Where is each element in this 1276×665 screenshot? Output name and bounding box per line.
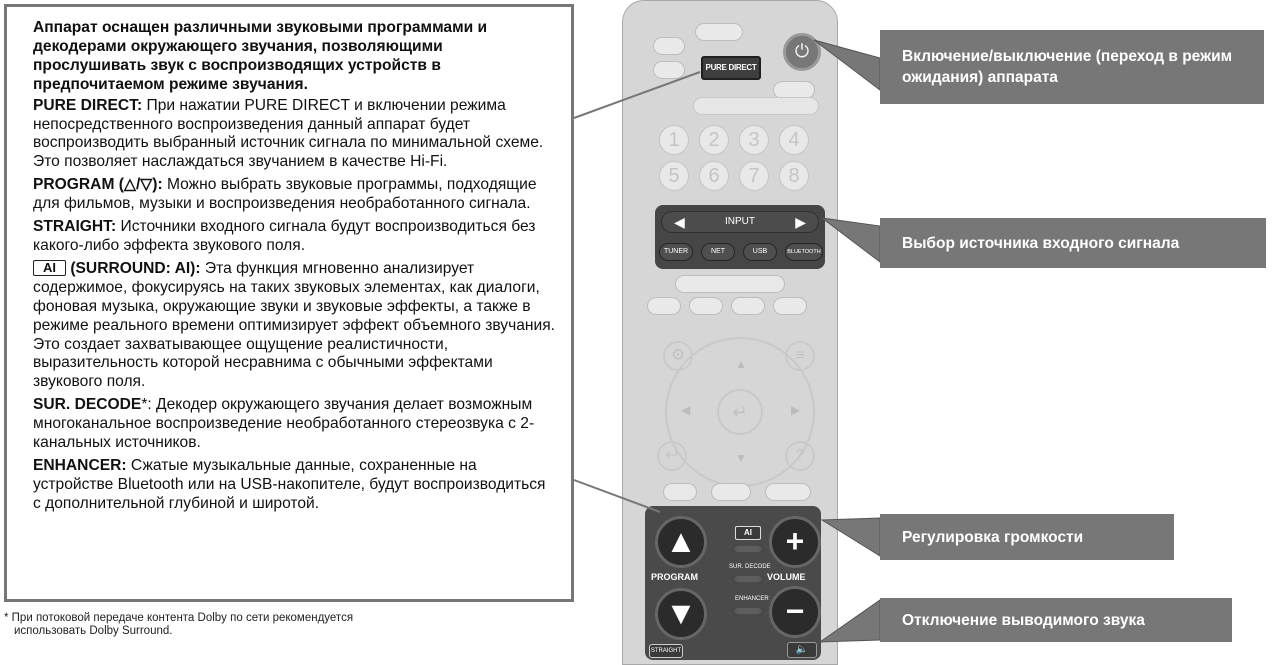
- input-left-icon: ◀: [674, 214, 685, 230]
- callout-power-text: Включение/выключение (переход в режим ож…: [902, 48, 1233, 86]
- preset-bar[interactable]: [675, 275, 785, 293]
- sleep-button[interactable]: [653, 37, 685, 55]
- dpad-left-icon[interactable]: ◀: [681, 403, 691, 417]
- scene-3-button[interactable]: 3: [739, 125, 769, 155]
- input-label: INPUT: [725, 216, 755, 227]
- scene-1-button[interactable]: 1: [659, 125, 689, 155]
- usb-button[interactable]: USB: [743, 243, 777, 261]
- term-pure-direct: PURE DIRECT:: [33, 96, 143, 114]
- pointer-program: [573, 479, 661, 513]
- term-sur-decode: SUR. DECODE: [33, 396, 142, 414]
- straight-button[interactable]: STRAIGHT: [649, 644, 683, 658]
- item-surround-ai: AI (SURROUND: AI): Эта функция мгновенно…: [33, 259, 557, 392]
- term-surround-ai: (SURROUND: AI):: [66, 259, 201, 277]
- ai-button[interactable]: AI: [735, 526, 761, 540]
- enter-button[interactable]: ↵: [717, 389, 763, 435]
- power-icon: ⏻: [794, 41, 810, 61]
- text-program: Можно выбрать звуковые программы, подход…: [33, 176, 537, 213]
- pure-direct-button[interactable]: PURE DIRECT: [701, 56, 761, 80]
- program-down-button[interactable]: ▼: [655, 588, 707, 640]
- speaker-icon: 🔈: [795, 644, 809, 655]
- intro-text: Аппарат оснащен различными звуковыми про…: [33, 19, 488, 93]
- power-button[interactable]: ⏻: [783, 33, 821, 71]
- scene-6-button[interactable]: 6: [699, 161, 729, 191]
- enhancer-button[interactable]: [735, 608, 761, 614]
- pointer-input: [820, 217, 881, 264]
- movie-button[interactable]: [711, 483, 751, 501]
- term-program: PROGRAM (△/▽):: [33, 176, 163, 194]
- callout-volume: Регулировка громкости: [880, 514, 1174, 560]
- scene-8-button[interactable]: 8: [779, 161, 809, 191]
- tuner-button[interactable]: TUNER: [659, 243, 693, 261]
- green-button[interactable]: [689, 297, 723, 315]
- sur-decode-button[interactable]: [735, 576, 761, 582]
- text-surround-ai: Эта функция мгновенно анализирует содерж…: [33, 259, 556, 391]
- blue-button[interactable]: [773, 297, 807, 315]
- ai-indicator: [735, 546, 761, 552]
- ai-chip-icon: AI: [33, 259, 66, 276]
- footnote-line-1: * При потоковой передаче контента Dolby …: [4, 612, 354, 624]
- term-enhancer: ENHANCER:: [33, 456, 127, 474]
- music-button[interactable]: [765, 483, 811, 501]
- bluetooth-button[interactable]: BLUETOOTH: [785, 243, 823, 261]
- input-panel: ◀ INPUT ▶ TUNER NET USB BLUETOOTH: [655, 205, 825, 269]
- pointer-volume: [820, 517, 881, 557]
- return-icon[interactable]: ↩: [657, 441, 687, 471]
- mute-button[interactable]: 🔈: [787, 642, 817, 658]
- callout-power: Включение/выключение (переход в режим ож…: [880, 30, 1264, 104]
- red-button[interactable]: [647, 297, 681, 315]
- remote-control: ⏻ PURE DIRECT 1 2 3 4 5 6 7 8 ◀ INPUT ▶ …: [622, 0, 838, 665]
- item-enhancer: ENHANCER: Сжатые музыкальные данные, сох…: [33, 457, 557, 514]
- text-sur-decode: *: Декодер окружающего звучания делает в…: [33, 396, 535, 452]
- net-button[interactable]: NET: [701, 243, 735, 261]
- yellow-button[interactable]: [731, 297, 765, 315]
- scene-2-button[interactable]: 2: [699, 125, 729, 155]
- dpad-up-icon[interactable]: ▲: [735, 357, 747, 371]
- footnote: * При потоковой передаче контента Dolby …: [4, 612, 353, 638]
- remote-top-button[interactable]: [695, 23, 743, 41]
- footnote-line-2: использовать Dolby Surround.: [14, 625, 173, 637]
- callout-input: Выбор источника входного сигнала: [880, 218, 1266, 268]
- help-icon[interactable]: ?: [785, 441, 815, 471]
- program-label: PROGRAM: [651, 572, 698, 582]
- sur-decode-label: SUR. DECODE: [729, 564, 771, 570]
- text-pure-direct: При нажатии PURE DIRECT и включении режи…: [33, 96, 544, 171]
- dpad-right-icon[interactable]: ▶: [791, 403, 801, 417]
- program-up-button[interactable]: ▲: [655, 516, 707, 568]
- text-enhancer: Сжатые музыкальные данные, сохраненные н…: [33, 456, 546, 512]
- pointer-mute: [818, 599, 881, 643]
- term-straight: STRAIGHT:: [33, 218, 117, 236]
- item-pure-direct: PURE DIRECT: При нажатии PURE DIRECT и в…: [33, 97, 557, 173]
- item-straight: STRAIGHT: Источники входного сигнала буд…: [33, 218, 557, 256]
- sound-modes-description: Аппарат оснащен различными звуковыми про…: [4, 4, 574, 602]
- pointer-power: [813, 39, 881, 92]
- callout-input-text: Выбор источника входного сигнала: [902, 234, 1180, 252]
- callout-volume-text: Регулировка громкости: [902, 528, 1084, 546]
- volume-label: VOLUME: [767, 572, 806, 582]
- text-straight: Источники входного сигнала будут воспрои…: [33, 218, 536, 254]
- input-selector[interactable]: ◀ INPUT ▶: [661, 211, 819, 233]
- sound-panel: ▲ PROGRAM ▼ AI SUR. DECODE ENHANCER + VO…: [645, 506, 821, 660]
- scene-7-button[interactable]: 7: [739, 161, 769, 191]
- callout-mute: Отключение выводимого звука: [880, 598, 1232, 642]
- item-program: PROGRAM (△/▽): Можно выбрать звуковые пр…: [33, 176, 557, 214]
- scene-5-button[interactable]: 5: [659, 161, 689, 191]
- item-sur-decode: SUR. DECODE*: Декодер окружающего звучан…: [33, 396, 557, 453]
- party-button[interactable]: [653, 61, 685, 79]
- volume-down-button[interactable]: −: [769, 586, 821, 638]
- pointer-pure-direct: [573, 71, 701, 119]
- dpad-down-icon[interactable]: ▼: [735, 451, 747, 465]
- callout-mute-text: Отключение выводимого звука: [902, 611, 1145, 629]
- scene-4-button[interactable]: 4: [779, 125, 809, 155]
- volume-up-button[interactable]: +: [769, 516, 821, 568]
- enhancer-label: ENHANCER: [735, 596, 769, 602]
- display-button[interactable]: [663, 483, 697, 501]
- scene-bar: [693, 97, 819, 115]
- input-right-icon: ▶: [795, 214, 806, 230]
